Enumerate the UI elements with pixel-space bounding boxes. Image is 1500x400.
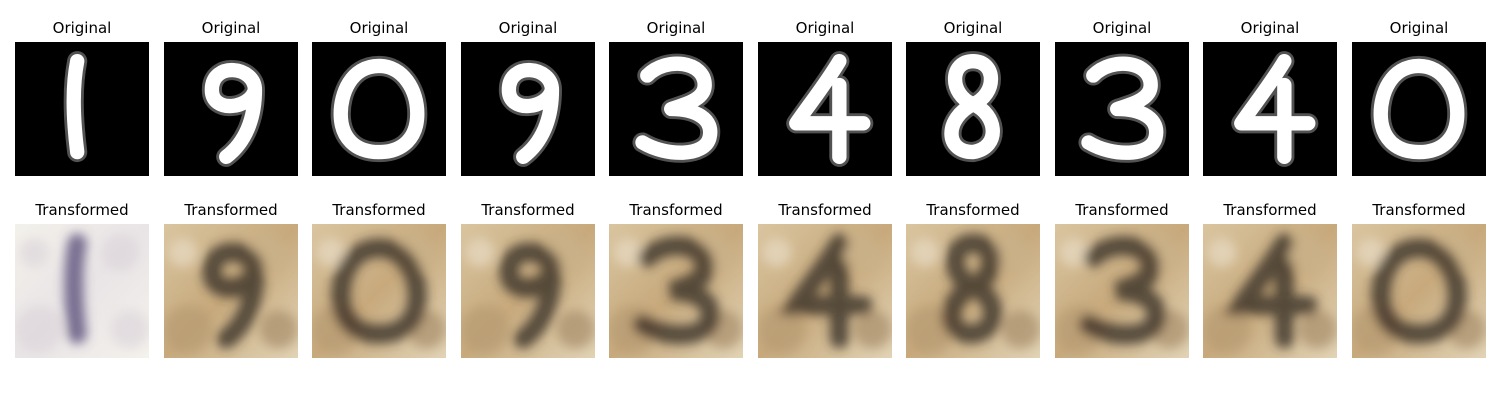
transformed-digit-image [609, 224, 743, 358]
transformed-panel-9: Transformed [1203, 182, 1337, 358]
digit-stroke [635, 56, 718, 160]
transformed-panel-1: Transformed [15, 182, 149, 358]
transformed-digit-image [312, 224, 446, 358]
original-digit-image [15, 42, 149, 176]
digit-stroke [66, 53, 85, 160]
transformed-panel-8: Transformed [1055, 182, 1189, 358]
panel-title: Original [201, 19, 261, 37]
original-digit-image [312, 42, 446, 176]
panel-title: Transformed [35, 201, 129, 219]
digit-stroke [944, 53, 1000, 160]
transformed-row: Transformed Transformed Transformed Transfo… [0, 182, 1500, 358]
digit-stroke [204, 62, 263, 165]
original-digit-image [1203, 42, 1337, 176]
transformed-digit-image [461, 224, 595, 358]
panel-title: Original [1092, 19, 1152, 37]
panel-title: Original [498, 19, 558, 37]
transformed-panel-6: Transformed [758, 182, 892, 358]
panel-title: Transformed [778, 201, 872, 219]
original-digit-image [906, 42, 1040, 176]
transformed-panel-4: Transformed [461, 182, 595, 358]
original-digit-image [1055, 42, 1189, 176]
digit-stroke [333, 58, 425, 160]
tile-background [758, 42, 892, 176]
original-digit-image [758, 42, 892, 176]
transformed-digit-image [164, 224, 298, 358]
digit-stroke [1081, 56, 1164, 160]
transformed-digit-image [758, 224, 892, 358]
original-panel-9: Original [1203, 0, 1337, 176]
panel-title: Original [1240, 19, 1300, 37]
transformed-digit-image [906, 224, 1040, 358]
panel-title: Original [795, 19, 855, 37]
transformed-digit-image [1203, 224, 1337, 358]
original-digit-image [461, 42, 595, 176]
panel-title: Transformed [184, 201, 278, 219]
original-panel-1: Original [15, 0, 149, 176]
transformed-digit-image [1055, 224, 1189, 358]
original-digit-image [164, 42, 298, 176]
panel-title: Original [943, 19, 1003, 37]
panel-title: Transformed [1075, 201, 1169, 219]
panel-title: Transformed [1223, 201, 1317, 219]
panel-title: Original [1389, 19, 1449, 37]
transformed-panel-7: Transformed [906, 182, 1040, 358]
original-panel-8: Original [1055, 0, 1189, 176]
panel-title: Original [646, 19, 706, 37]
transformed-panel-2: Transformed [164, 182, 298, 358]
original-digit-image [1352, 42, 1486, 176]
original-panel-3: Original [312, 0, 446, 176]
panel-title: Transformed [481, 201, 575, 219]
tile-background [1203, 42, 1337, 176]
transformed-panel-3: Transformed [312, 182, 446, 358]
panel-title: Original [52, 19, 112, 37]
original-panel-5: Original [609, 0, 743, 176]
original-row: Original Original Original Original Original… [0, 0, 1500, 176]
original-panel-7: Original [906, 0, 1040, 176]
transformed-digit-image [15, 224, 149, 358]
transformed-digit-image [1352, 224, 1486, 358]
digit-stroke [789, 53, 871, 165]
transformed-panel-10: Transformed [1352, 182, 1486, 358]
original-panel-10: Original [1352, 0, 1486, 176]
panel-title: Transformed [1372, 201, 1466, 219]
digit-stroke [1373, 58, 1465, 160]
digit-stroke [1234, 53, 1316, 165]
original-panel-6: Original [758, 0, 892, 176]
panel-title: Transformed [629, 201, 723, 219]
original-digit-image [609, 42, 743, 176]
digit-stroke [501, 62, 560, 165]
original-panel-2: Original [164, 0, 298, 176]
panel-title: Transformed [926, 201, 1020, 219]
transformed-panel-5: Transformed [609, 182, 743, 358]
panel-title: Transformed [332, 201, 426, 219]
panel-title: Original [349, 19, 409, 37]
original-panel-4: Original [461, 0, 595, 176]
